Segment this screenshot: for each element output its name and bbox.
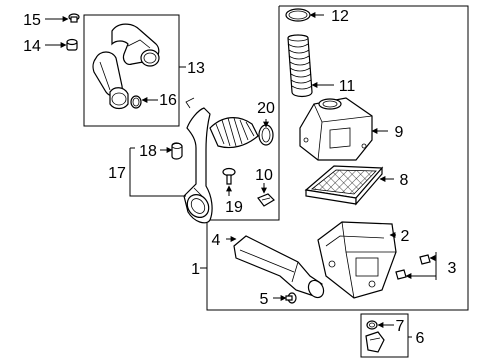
air-duct-13 — [92, 23, 160, 110]
screw-15 — [68, 13, 80, 23]
callout-5: 5 — [260, 291, 269, 308]
leader-lines — [45, 12, 437, 338]
callout-9: 9 — [395, 124, 404, 141]
bellows-hose-11 — [287, 34, 313, 98]
air-filter-8 — [304, 165, 384, 206]
bracket-6 — [365, 331, 385, 353]
callout-10: 10 — [255, 167, 273, 184]
callout-1: 1 — [191, 261, 200, 278]
callout-20: 20 — [257, 100, 275, 117]
clip-10 — [257, 193, 275, 207]
nut-14 — [66, 38, 78, 51]
grommet-18 — [171, 142, 183, 160]
duct-kit-frame — [83, 14, 180, 127]
air-cleaner-cover-9 — [299, 97, 373, 161]
callout-16: 16 — [159, 92, 177, 109]
duct-4 — [233, 235, 325, 299]
clips-3 — [395, 254, 431, 280]
callout-2: 2 — [401, 228, 410, 245]
clamp-16 — [130, 95, 142, 109]
callout-7: 7 — [396, 318, 405, 335]
callout-17: 17 — [108, 165, 126, 182]
callout-13: 13 — [187, 60, 205, 77]
callout-3: 3 — [448, 260, 457, 277]
clamp-12 — [285, 8, 311, 22]
callout-8: 8 — [400, 172, 409, 189]
screw-5 — [285, 292, 297, 304]
callout-14: 14 — [23, 38, 41, 55]
corrugated-hose — [209, 117, 259, 149]
callout-12: 12 — [331, 8, 349, 25]
screw-19 — [222, 167, 236, 185]
callout-11: 11 — [339, 78, 356, 95]
callout-4: 4 — [212, 232, 221, 249]
bracket-kit-frame — [360, 313, 409, 358]
clamp-20 — [258, 124, 274, 146]
lower-housing-2 — [317, 221, 397, 299]
callout-18: 18 — [139, 143, 157, 160]
callout-19: 19 — [225, 199, 243, 216]
intake-tube-17 — [183, 97, 213, 224]
main-assembly-frame — [206, 5, 469, 311]
grommet-7 — [366, 320, 378, 330]
callout-6: 6 — [416, 330, 425, 347]
callout-15: 15 — [23, 12, 41, 29]
